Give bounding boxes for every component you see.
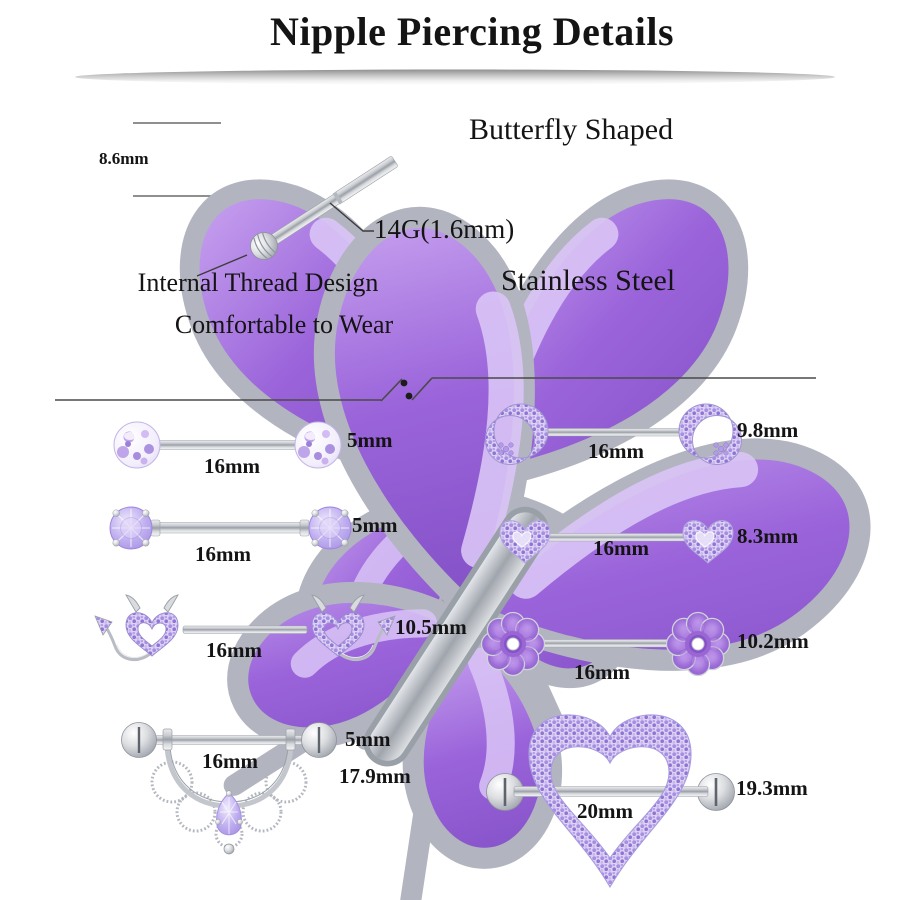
product-moon-barbell	[485, 403, 742, 466]
title-underline-swoosh	[75, 69, 835, 85]
product-heart-shield-barbell	[486, 714, 735, 889]
gauge-leader-line	[329, 202, 374, 232]
butterfly-width-label: 8.6mm	[99, 149, 149, 168]
speckled-ball-barbell-bar-length: 16mm	[204, 454, 260, 478]
product-flower-barbell	[480, 611, 731, 677]
moon-barbell-end-size: 9.8mm	[737, 418, 799, 442]
star-accent-icon	[498, 442, 514, 456]
gauge-label: 14G(1.6mm)	[374, 214, 515, 244]
devil-heart-barbell-bar-length: 16mm	[206, 638, 262, 662]
product-speckled-ball-barbell	[113, 421, 342, 469]
lace-drop-barbell-bar-length: 16mm	[202, 749, 258, 773]
pave-heart-barbell-bar-length: 16mm	[593, 536, 649, 560]
devil-heart-barbell-end-size: 10.5mm	[395, 615, 467, 639]
heart-shield-barbell-end-size: 19.3mm	[736, 776, 808, 800]
flower-barbell-bar-length: 16mm	[574, 660, 630, 684]
flower-barbell-end-size: 10.2mm	[737, 629, 809, 653]
pave-heart-barbell-end-size: 8.3mm	[737, 524, 799, 548]
cz-prong-barbell-end-size: 5mm	[352, 513, 398, 537]
internal-thread-label: Internal Thread Design	[137, 268, 379, 297]
internal-thread-ball-icon	[250, 232, 278, 260]
product-cz-prong-barbell	[109, 506, 352, 550]
star-accent-icon	[713, 442, 729, 456]
butterfly-shaped-label: Butterfly Shaped	[469, 113, 674, 146]
product-devil-heart-barbell	[94, 594, 396, 662]
thread-leader-line	[196, 254, 248, 277]
comfortable-label: Comfortable to Wear	[174, 310, 394, 339]
material-label: Stainless Steel	[501, 264, 676, 297]
lace-drop-barbell-end-size: 5mm	[345, 727, 391, 751]
product-pave-heart-barbell	[499, 520, 734, 564]
heart-shield-barbell-bar-length: 20mm	[577, 799, 633, 823]
butterfly-size-diagram	[133, 122, 738, 740]
angled-barbell-diagram	[77, 156, 889, 900]
cz-prong-barbell-bar-length: 16mm	[195, 542, 251, 566]
product-lace-drop-barbell	[121, 722, 337, 855]
section-divider	[55, 377, 816, 402]
page-title: Nipple Piercing Details	[269, 9, 675, 54]
moon-barbell-bar-length: 16mm	[588, 439, 644, 463]
lace-drop-barbell-drop-size: 17.9mm	[339, 764, 411, 788]
speckled-ball-barbell-end-size: 5mm	[347, 428, 393, 452]
